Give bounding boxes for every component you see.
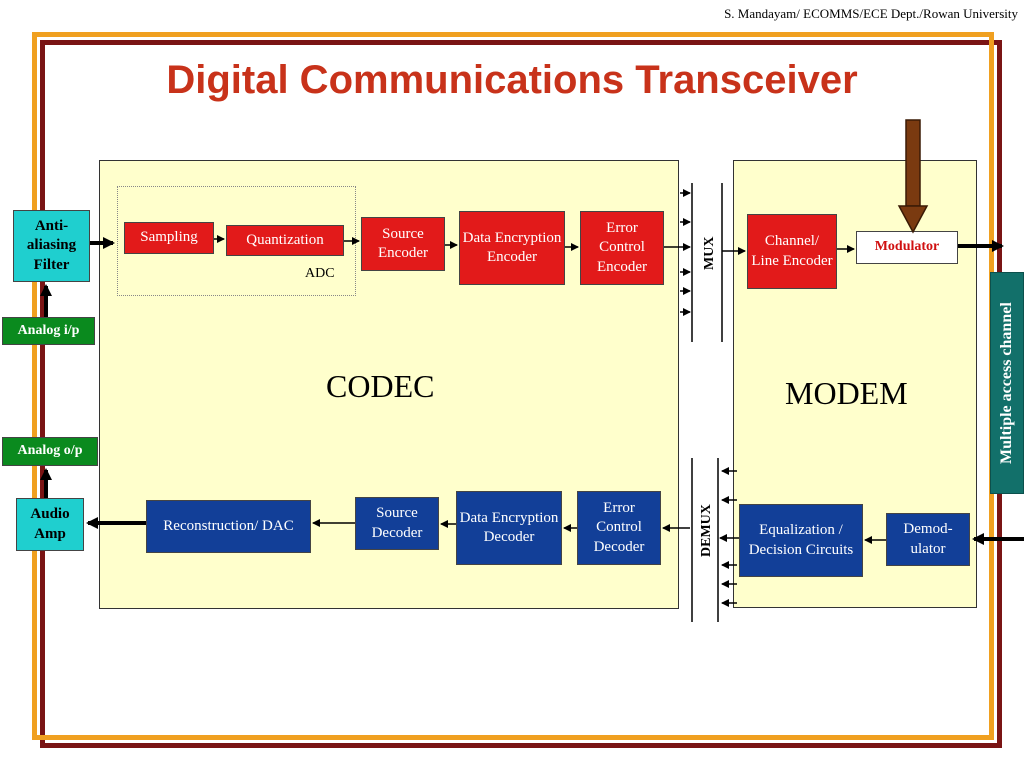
- sampling-block: Sampling: [124, 222, 214, 254]
- source-decoder-block: Source Decoder: [355, 497, 439, 550]
- demodulator-block: Demod- ulator: [886, 513, 970, 566]
- carrier-arrow: [897, 119, 929, 234]
- quantization-block: Quantization: [226, 225, 344, 256]
- channel-line-encoder-block: Channel/ Line Encoder: [747, 214, 837, 289]
- modem-label: MODEM: [785, 375, 908, 411]
- source-encoder-block: Source Encoder: [361, 217, 445, 271]
- analog-output-tag: Analog o/p: [2, 437, 98, 466]
- reconstruction-dac-block: Reconstruction/ DAC: [146, 500, 311, 553]
- equalization-decision-block: Equalization / Decision Circuits: [739, 504, 863, 577]
- codec-label: CODEC: [326, 368, 435, 404]
- audio-amp-block: Audio Amp: [16, 498, 84, 551]
- slide-credit: S. Mandayam/ ECOMMS/ECE Dept./Rowan Univ…: [724, 6, 1018, 21]
- data-encryption-encoder-block: Data Encryption Encoder: [459, 211, 565, 285]
- data-encryption-decoder-block: Data Encryption Decoder: [456, 491, 562, 565]
- anti-aliasing-filter-block: Anti- aliasing Filter: [13, 210, 90, 282]
- modulator-block: Modulator: [856, 231, 958, 264]
- analog-input-tag: Analog i/p: [2, 317, 95, 345]
- slide-title: Digital Communications Transceiver: [166, 58, 858, 102]
- error-control-decoder-block: Error Control Decoder: [577, 491, 661, 565]
- error-control-encoder-block: Error Control Encoder: [580, 211, 664, 285]
- adc-label: ADC: [305, 266, 335, 281]
